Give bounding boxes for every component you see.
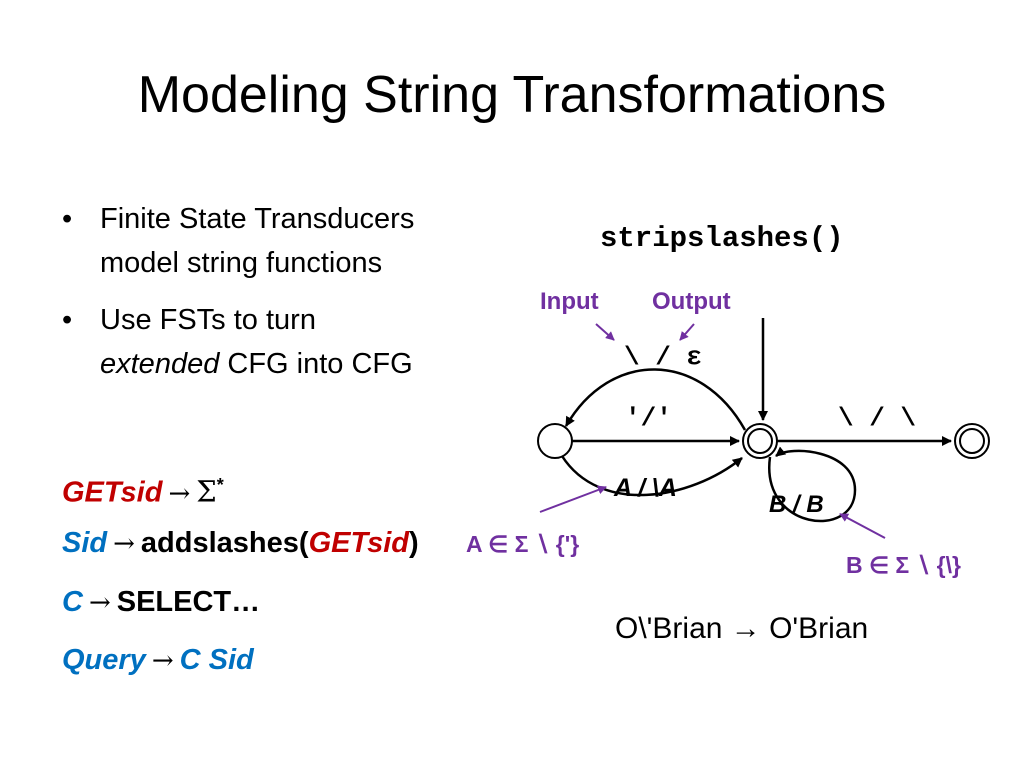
rule-lhs: C (62, 586, 83, 618)
rule-lhs: Sid (62, 527, 108, 559)
rule-function-close: ) (409, 527, 419, 559)
state-start (537, 423, 573, 459)
rule-argument: GETsid (308, 527, 410, 559)
output-pointer (679, 323, 695, 341)
state-final-inner (959, 428, 985, 454)
rule-rhs: C Sid (179, 644, 254, 676)
bullet-list: • Finite State Transducers model string … (62, 197, 502, 399)
derives-arrow: → (88, 588, 111, 618)
state-middle-inner (747, 428, 773, 454)
grammar-rule-c: C→SELECT… (62, 582, 260, 623)
transition-a-escape (560, 455, 743, 497)
backslash-epsilon-label: \ / ε (624, 342, 702, 372)
rule-function: addslashes( (140, 527, 309, 559)
quote-label: '/' (625, 403, 672, 433)
bullet-marker: • (62, 203, 73, 235)
grammar-rule-sid: Sid→addslashes(GETsid) (62, 523, 419, 564)
b-constraint-label: B ∈ Σ ∖ {\} (846, 552, 961, 578)
bullet-text-line: extended CFG into CFG (100, 342, 502, 386)
self-loop-b (768, 446, 857, 523)
a-escape-label: A / \A (613, 474, 677, 502)
rule-lhs: Query (62, 644, 146, 676)
input-label: Input (540, 288, 599, 315)
function-name: stripslashes() (600, 222, 844, 255)
slash-slash-label: \ / \ (838, 403, 916, 433)
bullet-marker: • (62, 304, 73, 336)
derives-arrow: → (113, 529, 135, 559)
bullet-item-fst: • Finite State Transducers model string … (62, 197, 502, 285)
a-constraint-label: A ∈ Σ ∖ {'} (466, 531, 579, 557)
derives-arrow: → (168, 478, 191, 509)
output-label: Output (652, 288, 731, 315)
a-constraint-pointer (539, 485, 607, 513)
slide-title: Modeling String Transformations (137, 66, 887, 124)
bullet-text-line: model string functions (100, 247, 383, 279)
bullet-text-rest: CFG into CFG (219, 348, 413, 380)
bullet-text-line: Use FSTs to turn (100, 304, 316, 336)
grammar-rule-query: Query→C Sid (62, 640, 254, 681)
derives-arrow: → (151, 646, 174, 676)
bullet-item-cfg: • Use FSTs to turn extended CFG into CFG (62, 298, 502, 386)
emphasis-extended: extended (100, 348, 220, 380)
rule-rhs: SELECT… (116, 586, 261, 618)
sigma-symbol: Σ (196, 474, 217, 509)
b-loop-label: B / B (769, 491, 824, 518)
input-pointer (595, 323, 615, 341)
rule-lhs: GETsid (62, 476, 163, 509)
b-constraint-pointer (839, 513, 886, 539)
kleene-star: * (216, 475, 224, 495)
example-transformation: O\'Brian → O'Brian (615, 612, 869, 645)
grammar-rule-getsid: GETsid→Σ* (62, 465, 224, 514)
transition-backslash-epsilon (564, 368, 747, 431)
bullet-text-line: Finite State Transducers (100, 203, 415, 235)
